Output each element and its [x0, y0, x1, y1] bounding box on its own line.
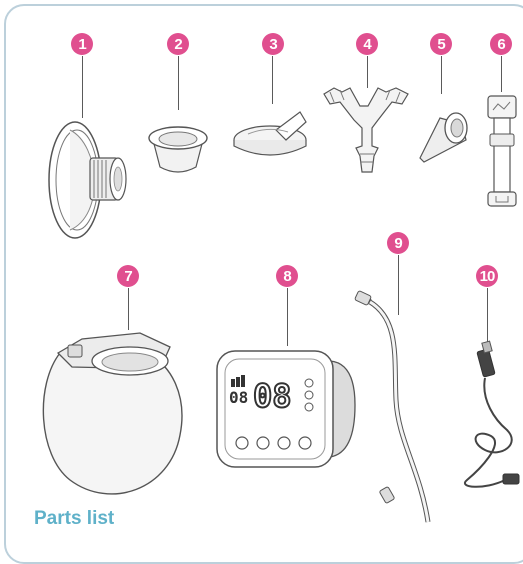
leader-line-6 [501, 56, 502, 92]
part-badge-9: 9 [387, 232, 409, 254]
valve-icon [138, 105, 218, 185]
leader-line-1 [82, 56, 83, 118]
part-badge-5: 5 [430, 33, 452, 55]
control-unit-icon: 08 08 [215, 345, 365, 473]
usb-cable-icon [455, 340, 523, 500]
part-badge-10: 10 [476, 265, 498, 287]
part-badge-3: 3 [262, 33, 284, 55]
part-badge-7: 7 [117, 265, 139, 287]
collection-cup-icon [30, 325, 200, 495]
part-badge-4: 4 [356, 33, 378, 55]
tubing-icon [350, 290, 450, 528]
display-left-value: 08 [229, 388, 248, 407]
leader-line-7 [128, 288, 129, 330]
leader-line-8 [287, 288, 288, 346]
leader-line-3 [272, 56, 273, 104]
strap-icon [482, 92, 522, 212]
part-badge-1: 1 [71, 33, 93, 55]
tube-connector-icon [316, 82, 416, 178]
part-badge-2: 2 [167, 33, 189, 55]
part-badge-8: 8 [276, 265, 298, 287]
display-main-value: 08 [253, 377, 292, 415]
flange-icon [30, 110, 140, 250]
membrane-icon [228, 98, 318, 168]
parts-list-heading: Parts list [34, 508, 114, 530]
leader-line-5 [441, 56, 442, 94]
duckbill-valve-icon [410, 100, 480, 170]
leader-line-10 [487, 288, 488, 346]
leader-line-2 [178, 56, 179, 110]
part-badge-6: 6 [490, 33, 512, 55]
